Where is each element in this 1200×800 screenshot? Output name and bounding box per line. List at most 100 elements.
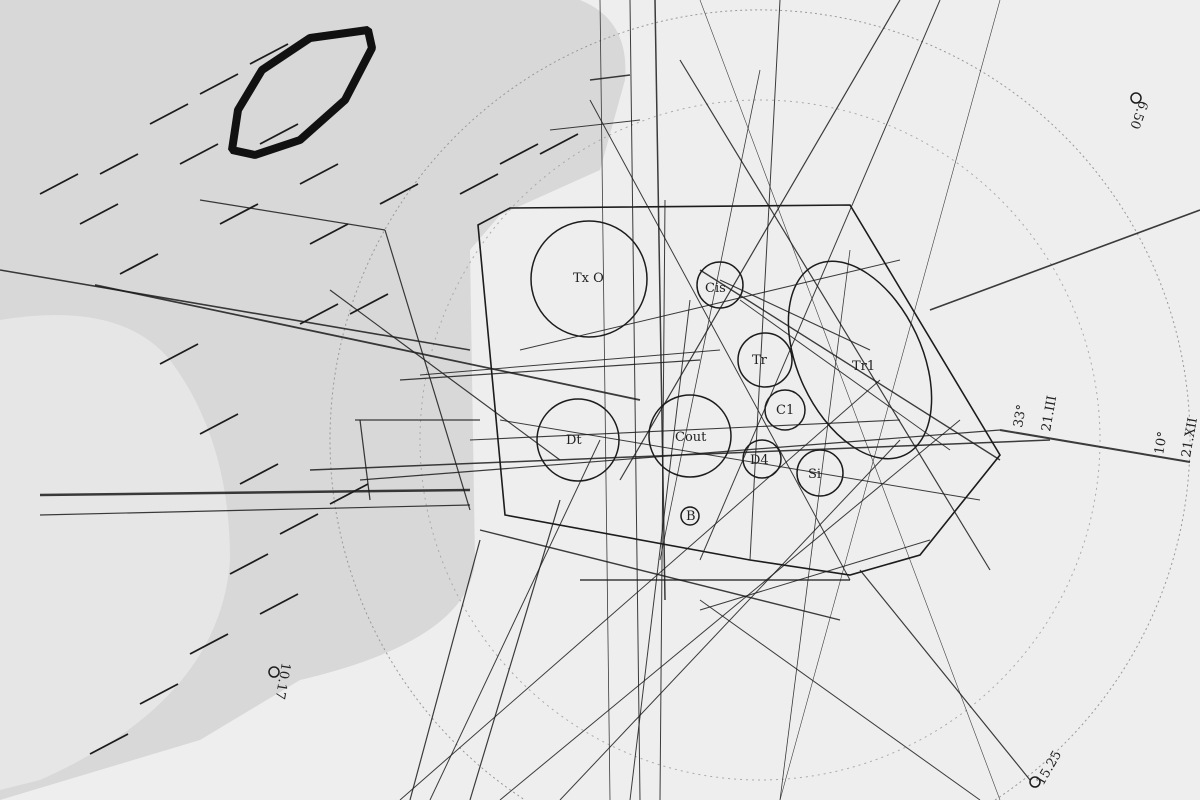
sun-path-arc (329, 9, 1191, 800)
tick-mark (459, 173, 499, 195)
construction-line (779, 249, 851, 800)
label-b: B (686, 509, 696, 524)
circle-c1 (764, 389, 806, 431)
construction-line (629, 0, 641, 800)
label-si: Si (808, 467, 821, 482)
tick-mark (179, 143, 219, 165)
construction-line (409, 539, 481, 800)
label-21-iii: 21.III (1039, 395, 1060, 433)
tick-mark (249, 43, 289, 65)
circle-dt (536, 398, 620, 482)
construction-line (399, 379, 881, 800)
tick-mark (539, 133, 579, 155)
label-dt: Dt (566, 433, 582, 448)
ellipse-large (787, 260, 933, 460)
construction-line (599, 0, 611, 800)
tick-mark (259, 593, 299, 615)
construction-line (739, 299, 951, 451)
construction-line (589, 99, 851, 581)
circle-cout (648, 394, 732, 478)
label-1017: 10.17 (272, 661, 293, 700)
tick-mark (89, 733, 129, 755)
construction-line (39, 504, 471, 516)
construction-line (699, 0, 1001, 800)
construction-line (359, 429, 1001, 481)
construction-line (469, 499, 561, 800)
construction-line (589, 74, 631, 81)
tick-mark (309, 223, 349, 245)
construction-line (559, 439, 901, 800)
construction-line (679, 59, 991, 571)
construction-line (719, 279, 871, 351)
construction-line (699, 539, 931, 611)
tick-mark (259, 123, 299, 145)
tick-marks (39, 43, 579, 755)
tick-mark (99, 153, 139, 175)
tick-mark (139, 683, 179, 705)
circle-tx (530, 220, 648, 338)
marker-1525 (1029, 776, 1041, 788)
construction-line (659, 199, 666, 800)
tick-mark (149, 103, 189, 125)
label-cout: Cout (675, 430, 707, 445)
tick-mark (199, 73, 239, 95)
construction-line (629, 299, 691, 800)
tick-mark (229, 553, 269, 575)
lens-shape (228, 26, 376, 159)
construction-line (329, 289, 561, 461)
construction-line (859, 569, 1031, 781)
tick-mark (239, 463, 279, 485)
construction-line (549, 119, 641, 131)
construction-line (619, 0, 901, 481)
construction-line (659, 69, 761, 561)
tick-mark (39, 173, 79, 195)
label-c1: C1 (776, 403, 794, 418)
tick-mark (499, 143, 539, 165)
construction-line (399, 359, 701, 381)
tick-mark (279, 513, 319, 535)
light-panel (0, 315, 230, 790)
construction-line (429, 439, 601, 800)
construction-line (499, 419, 961, 800)
construction-line (94, 284, 641, 401)
tick-mark (329, 483, 369, 505)
tick-mark (199, 413, 239, 435)
tick-mark (349, 293, 389, 315)
construction-line (39, 488, 471, 497)
construction-line (699, 599, 981, 800)
tick-mark (159, 343, 199, 365)
building-outline (477, 204, 1001, 576)
marker-650 (1130, 92, 1142, 104)
construction-line (199, 199, 386, 231)
tick-mark (79, 203, 119, 225)
construction-line (499, 419, 981, 501)
label-tr: Tr (752, 353, 768, 368)
tick-mark (379, 183, 419, 205)
label-tx: Tx O (573, 271, 604, 286)
label-d4: D4 (750, 453, 769, 468)
label-tri: Tr1 (852, 359, 875, 374)
circle-d4 (742, 439, 782, 479)
construction-line (0, 269, 471, 351)
label-cis: Cis (705, 281, 726, 296)
circle-si (796, 449, 844, 497)
tick-mark (189, 633, 229, 655)
construction-line (779, 0, 1001, 800)
room-circles (268, 92, 1142, 788)
tick-mark (299, 303, 339, 325)
tick-mark (119, 253, 159, 275)
label-33deg: 33° (1011, 403, 1030, 428)
sun-path-arc-outer (419, 99, 1101, 781)
tick-mark (219, 203, 259, 225)
construction-line (929, 209, 1200, 311)
label-21-xii: 21.XII (1179, 416, 1200, 458)
construction-line (699, 0, 941, 561)
circle-b (680, 506, 700, 526)
tick-mark (299, 163, 339, 185)
construction-line (384, 229, 471, 511)
construction-line (654, 0, 666, 601)
construction-line (419, 349, 721, 376)
construction-line (749, 0, 781, 561)
